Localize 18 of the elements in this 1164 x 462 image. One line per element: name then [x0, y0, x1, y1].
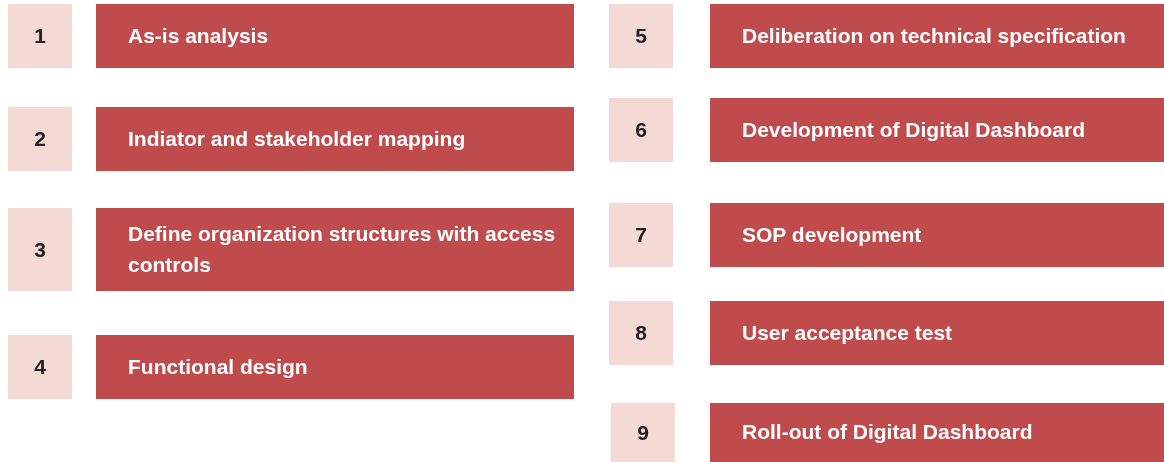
step-bar: User acceptance test: [710, 301, 1164, 365]
step-bar: Indiator and stakeholder mapping: [96, 107, 574, 171]
step-number: 6: [609, 98, 673, 162]
step-bar: Development of Digital Dashboard: [710, 98, 1164, 162]
step-number: 9: [611, 403, 675, 462]
step-number: 1: [8, 4, 72, 68]
step-number: 4: [8, 335, 72, 399]
step-bar: Roll-out of Digital Dashboard: [710, 403, 1164, 462]
step-number: 2: [8, 107, 72, 171]
step-number: 5: [609, 4, 673, 68]
step-number: 7: [609, 203, 673, 267]
step-number: 8: [609, 301, 673, 365]
step-bar: Functional design: [96, 335, 574, 399]
step-number: 3: [8, 208, 72, 291]
step-bar: As-is analysis: [96, 4, 574, 68]
step-bar: Define organization structures with access controls: [96, 208, 574, 291]
step-bar: Deliberation on technical specification: [710, 4, 1164, 68]
step-bar: SOP development: [710, 203, 1164, 267]
